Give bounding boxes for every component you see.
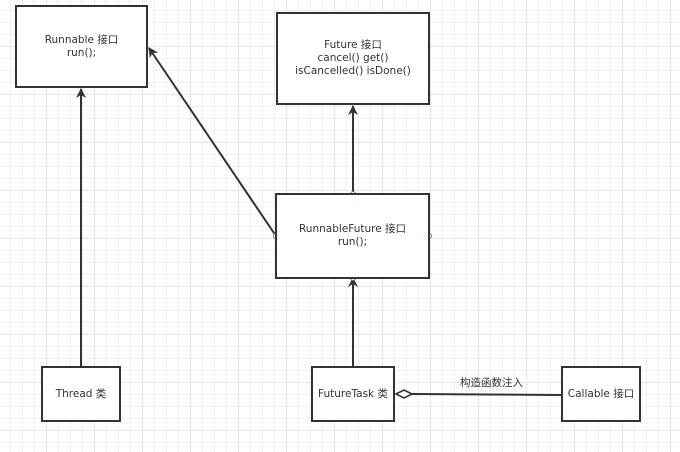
futuretask-class-node[interactable]: FutureTask 类 bbox=[311, 366, 395, 422]
node-title: Callable 接口 bbox=[567, 387, 635, 400]
node-method: cancel() get() bbox=[317, 52, 389, 64]
node-title: Future 接口 bbox=[324, 39, 382, 51]
future-interface-node[interactable]: Future 接口 cancel() get() isCancelled() i… bbox=[276, 12, 430, 105]
runnable-interface-node[interactable]: Runnable 接口 run(); bbox=[15, 5, 148, 88]
edge-runnablefuture-to-runnable bbox=[148, 47, 277, 237]
node-method: run(); bbox=[337, 236, 368, 248]
aggregation-diamond-icon bbox=[394, 389, 414, 399]
edge-label-constructor-injection: 构造函数注入 bbox=[460, 377, 523, 389]
node-title: Runnable 接口 bbox=[44, 33, 119, 46]
node-method: isCancelled() isDone() bbox=[295, 65, 411, 77]
edge-callable-to-futuretask bbox=[411, 393, 563, 396]
node-method: run(); bbox=[66, 46, 97, 59]
node-title: RunnableFuture 接口 bbox=[298, 223, 407, 235]
node-title: FutureTask 类 bbox=[318, 387, 388, 400]
runnablefuture-interface-node[interactable]: RunnableFuture 接口 run(); bbox=[275, 193, 430, 279]
thread-class-node[interactable]: Thread 类 bbox=[41, 366, 121, 422]
callable-interface-node[interactable]: Callable 接口 bbox=[561, 366, 641, 422]
node-title: Thread 类 bbox=[55, 387, 107, 400]
